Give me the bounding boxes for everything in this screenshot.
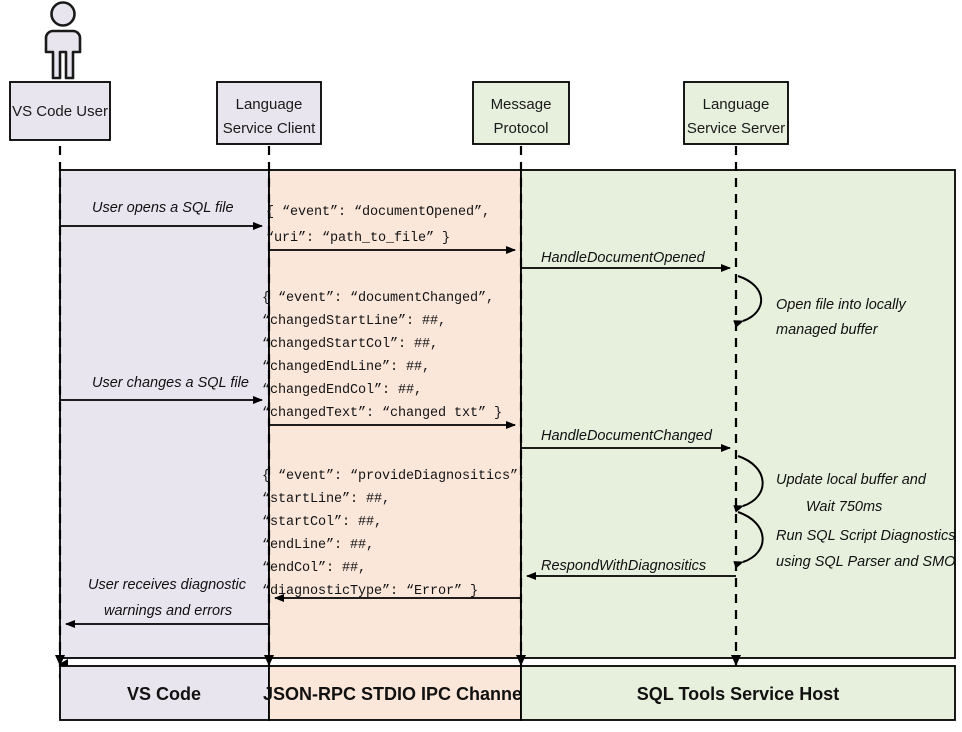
message-label-user-changes-sql-file: User changes a SQL file [92, 375, 249, 391]
footer-band-vs-code[interactable]: VS Code [59, 665, 270, 721]
payload-provide-diagnositics-line-4: “endCol”: ##, [262, 561, 366, 576]
payload-document-opened-line-1: “uri”: “path_to_file” } [266, 231, 450, 246]
payload-document-opened-line-0: { “event”: “documentOpened”, [266, 205, 490, 220]
participant-label-language-service-server-line1: Language [703, 96, 770, 113]
participant-label-language-service-server-line2: Service Server [687, 120, 785, 137]
message-label-user-opens-sql-file: User opens a SQL file [92, 200, 234, 216]
note-open-file-line2: managed buffer [776, 322, 879, 338]
payload-document-changed-line-4: “changedEndCol”: ##, [262, 383, 422, 398]
message-respond-with-diagnositics: RespondWithDiagnositics [526, 558, 736, 580]
footer-label-vs-code: VS Code [127, 684, 201, 704]
message-label-handle-document-changed: HandleDocumentChanged [541, 428, 713, 444]
payload-provide-diagnositics-line-5: “diagnosticType”: “Error” } [262, 584, 478, 599]
payload-provide-diagnositics-line-2: “startCol”: ##, [262, 515, 382, 530]
message-label-user-receives-diagnostics-line1: User receives diagnostic [88, 577, 247, 593]
payload-provide-diagnositics-line-0: { “event”: “provideDiagnositics”, [262, 469, 526, 484]
note-run-diagnostics-line1: Run SQL Script Diagnostics [776, 528, 955, 544]
payload-provide-diagnositics: { “event”: “provideDiagnositics”, “start… [262, 469, 526, 599]
message-handle-document-changed: HandleDocumentChanged [521, 428, 731, 452]
message-user-receives-diagnostics: User receives diagnostic warnings and er… [65, 577, 269, 628]
note-run-diagnostics-line2: using SQL Parser and SMO [776, 554, 955, 570]
payload-provide-diagnositics-line-1: “startLine”: ##, [262, 492, 390, 507]
message-label-handle-document-opened: HandleDocumentOpened [541, 250, 706, 266]
payload-document-opened: { “event”: “documentOpened”, “uri”: “pat… [266, 205, 490, 246]
payload-provide-diagnositics-line-3: “endLine”: ##, [262, 538, 374, 553]
lifeline-terminators [55, 650, 741, 669]
self-loop-open-file: Open file into locally managed buffer [733, 275, 907, 338]
self-loop-run-diagnostics: Run SQL Script Diagnostics using SQL Par… [733, 511, 955, 570]
participant-vs-code-user[interactable]: VS Code User [9, 81, 111, 141]
message-user-opens-sql-file: User opens a SQL file [60, 200, 263, 230]
band-vs-code [59, 169, 270, 659]
payload-document-changed-line-2: “changedStartCol”: ##, [262, 337, 438, 352]
participant-label-message-protocol-line2: Protocol [493, 120, 548, 137]
message-user-changes-sql-file: User changes a SQL file [60, 375, 263, 404]
participant-label-message-protocol-line1: Message [491, 96, 552, 113]
participant-label-language-service-client-line2: Service Client [223, 120, 316, 137]
message-handle-document-opened: HandleDocumentOpened [521, 250, 731, 272]
footer-label-jsonrpc: JSON-RPC STDIO IPC Channel [263, 684, 527, 704]
message-label-respond-with-diagnositics: RespondWithDiagnositics [541, 558, 706, 574]
band-sql-tools [520, 169, 956, 659]
participant-message-protocol[interactable]: Message Protocol [472, 81, 570, 145]
participant-label-vs-code-user: VS Code User [12, 103, 108, 120]
person-icon [44, 1, 82, 80]
payload-document-changed-line-0: { “event”: “documentChanged”, [262, 291, 494, 306]
note-update-buffer-line1: Update local buffer and [776, 472, 927, 488]
participant-label-language-service-client-line1: Language [236, 96, 303, 113]
payload-document-changed: { “event”: “documentChanged”, “changedSt… [262, 291, 502, 421]
participant-language-service-client[interactable]: Language Service Client [216, 81, 322, 145]
note-open-file-line1: Open file into locally [776, 297, 907, 313]
footer-band-sql-tools[interactable]: SQL Tools Service Host [520, 665, 956, 721]
footer-band-jsonrpc[interactable]: JSON-RPC STDIO IPC Channel [263, 665, 527, 721]
band-jsonrpc [268, 169, 522, 659]
payload-document-changed-line-1: “changedStartLine”: ##, [262, 314, 446, 329]
payload-document-changed-line-5: “changedText”: “changed txt” } [262, 406, 502, 421]
message-label-user-receives-diagnostics-line2: warnings and errors [104, 603, 232, 619]
note-update-buffer-line2: Wait 750ms [806, 499, 882, 515]
self-loop-update-buffer: Update local buffer and Wait 750ms [733, 455, 927, 515]
footer-label-sql-tools: SQL Tools Service Host [637, 684, 839, 704]
payload-document-changed-line-3: “changedEndLine”: ##, [262, 360, 430, 375]
participant-language-service-server[interactable]: Language Service Server [683, 81, 789, 145]
